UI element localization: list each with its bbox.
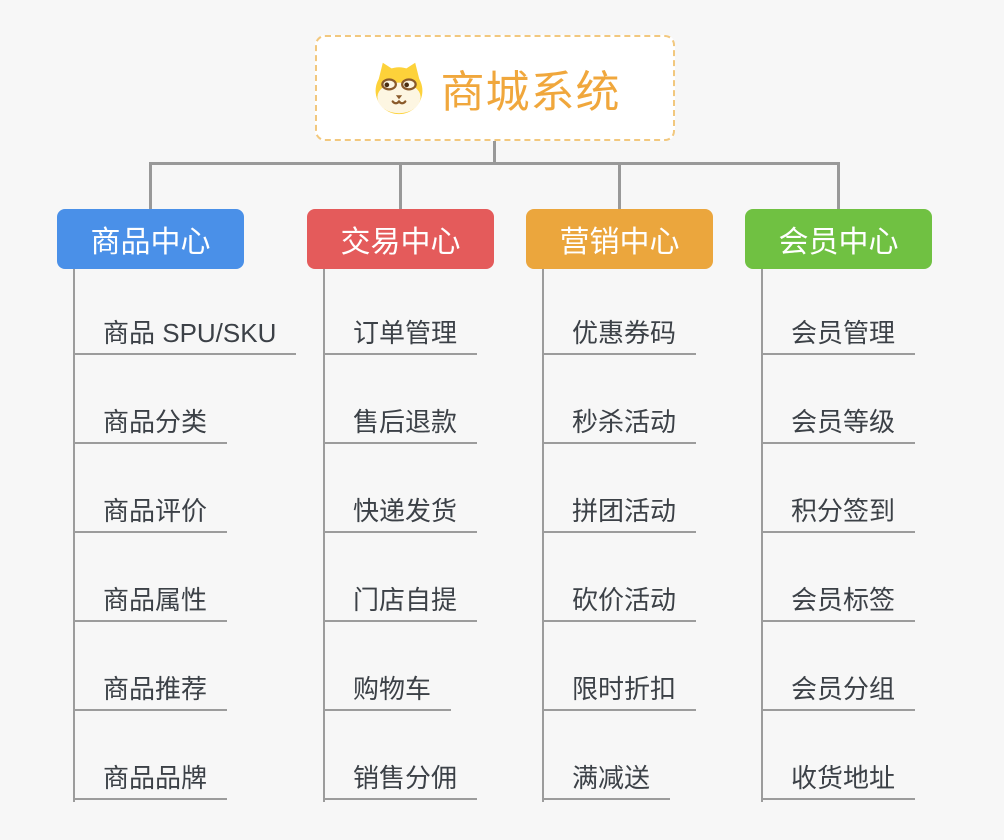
leaf-node[interactable]: 商品推荐: [73, 669, 228, 711]
leaf-node[interactable]: 会员分组: [761, 669, 916, 711]
leaf-node[interactable]: 拼团活动: [542, 491, 697, 533]
leaf-node[interactable]: 会员管理: [761, 313, 916, 355]
leaf-node[interactable]: 会员标签: [761, 580, 916, 622]
leaf-node[interactable]: 积分签到: [761, 491, 916, 533]
connector-stub-member: [837, 162, 840, 209]
dog-face-icon: [375, 62, 422, 115]
leaf-node[interactable]: 收货地址: [761, 758, 916, 800]
leaf-node[interactable]: 限时折扣: [542, 669, 697, 711]
branch-column-trade: 交易中心 订单管理 售后退款 快递发货 门店自提 购物车 销售分佣: [307, 209, 557, 809]
branch-label: 商品中心: [90, 226, 211, 259]
leaf-node[interactable]: 秒杀活动: [542, 402, 697, 444]
branch-column-member: 会员中心 会员管理 会员等级 积分签到 会员标签 会员分组 收货地址: [745, 209, 995, 809]
branch-column-marketing: 营销中心 优惠券码 秒杀活动 拼团活动 砍价活动 限时折扣 满减送: [526, 209, 776, 809]
root-title: 商城系统: [440, 68, 621, 117]
leaf-node[interactable]: 销售分佣: [323, 758, 478, 800]
root-node[interactable]: 商城系统: [315, 35, 675, 141]
leaf-node[interactable]: 订单管理: [323, 313, 478, 355]
branch-node-trade[interactable]: 交易中心: [307, 209, 494, 269]
connector-stub-marketing: [618, 162, 621, 209]
leaf-node[interactable]: 优惠券码: [542, 313, 697, 355]
connector-spine-member: [761, 269, 763, 802]
connector-stub-product: [149, 162, 152, 209]
leaf-node[interactable]: 门店自提: [323, 580, 478, 622]
connector-spine-marketing: [542, 269, 544, 802]
branch-node-product[interactable]: 商品中心: [57, 209, 244, 269]
leaf-node[interactable]: 商品 SPU/SKU: [73, 313, 297, 355]
branch-node-marketing[interactable]: 营销中心: [526, 209, 713, 269]
leaf-node[interactable]: 商品品牌: [73, 758, 228, 800]
branch-label: 营销中心: [559, 226, 680, 259]
connector-stub-trade: [399, 162, 402, 209]
leaf-node[interactable]: 快递发货: [323, 491, 478, 533]
leaf-node[interactable]: 商品属性: [73, 580, 228, 622]
leaf-node[interactable]: 会员等级: [761, 402, 916, 444]
leaf-node[interactable]: 满减送: [542, 758, 671, 800]
leaf-node[interactable]: 售后退款: [323, 402, 478, 444]
branch-node-member[interactable]: 会员中心: [745, 209, 932, 269]
connector-spine-trade: [323, 269, 325, 802]
branch-label: 会员中心: [778, 226, 899, 259]
leaf-node[interactable]: 商品评价: [73, 491, 228, 533]
connector-root-drop: [493, 141, 496, 162]
leaf-node[interactable]: 砍价活动: [542, 580, 697, 622]
leaf-node[interactable]: 购物车: [323, 669, 452, 711]
connector-rail: [149, 162, 840, 165]
connector-spine-product: [73, 269, 75, 802]
leaf-node[interactable]: 商品分类: [73, 402, 228, 444]
branch-label: 交易中心: [340, 226, 461, 259]
branch-column-product: 商品中心 商品 SPU/SKU 商品分类 商品评价 商品属性 商品推荐 商品品牌: [57, 209, 307, 809]
